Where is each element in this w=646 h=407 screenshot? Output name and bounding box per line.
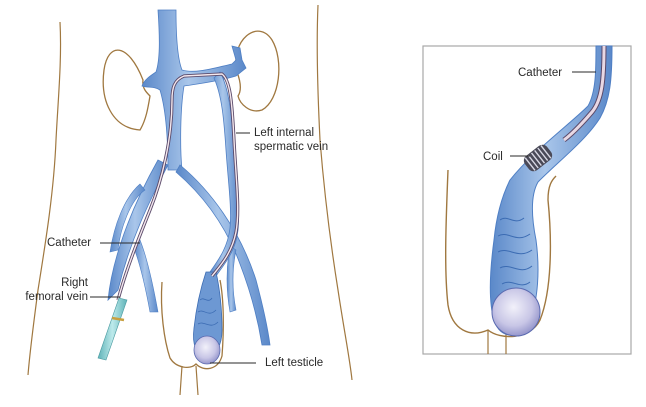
body-outline-left [27,21,62,376]
body-outline-right [316,4,353,381]
label-catheter: Catheter [47,237,92,249]
label-left-testicle: Left testicle [265,357,324,369]
label-femoral-vein-line2: femoral vein [25,291,88,303]
inset-scrotum-outline [444,169,557,338]
main-view [27,4,353,396]
inset-label-catheter: Catheter [518,67,563,79]
left-internal-spermatic-vein [209,71,239,277]
vena-cava [141,9,247,171]
left-testicle [193,335,221,365]
catheter-lumen [117,73,239,301]
label-femoral-vein-line1: Right [61,277,88,289]
plexus-texture [197,297,219,326]
label-spermatic-vein-line1: Left internal [254,127,315,139]
sheath-hub [111,316,125,322]
inset-plexus-texture [497,217,533,286]
inset-penis-outline [487,330,507,354]
label-left-internal-spermatic-vein: Left internal spermatic vein [254,126,328,154]
inset-view [422,45,632,355]
inset-catheter-lumen [563,45,606,142]
left-kidney-outline [235,30,280,112]
label-right-femoral-vein: Right femoral vein [16,276,88,304]
penis-outline [179,365,199,396]
embolization-coil [523,144,553,172]
right-kidney-outline [102,49,151,131]
left-iliac-branch [226,245,237,313]
right-iliac-lower-branch [133,239,159,313]
scrotum-outline [160,279,224,370]
inset-label-coil: Coil [483,151,503,163]
right-iliac-branch [109,183,146,253]
inset-testicle [491,287,541,337]
label-spermatic-vein-line2: spermatic vein [254,141,329,153]
introducer-sheath [97,297,128,361]
right-iliac-vein [107,159,169,302]
